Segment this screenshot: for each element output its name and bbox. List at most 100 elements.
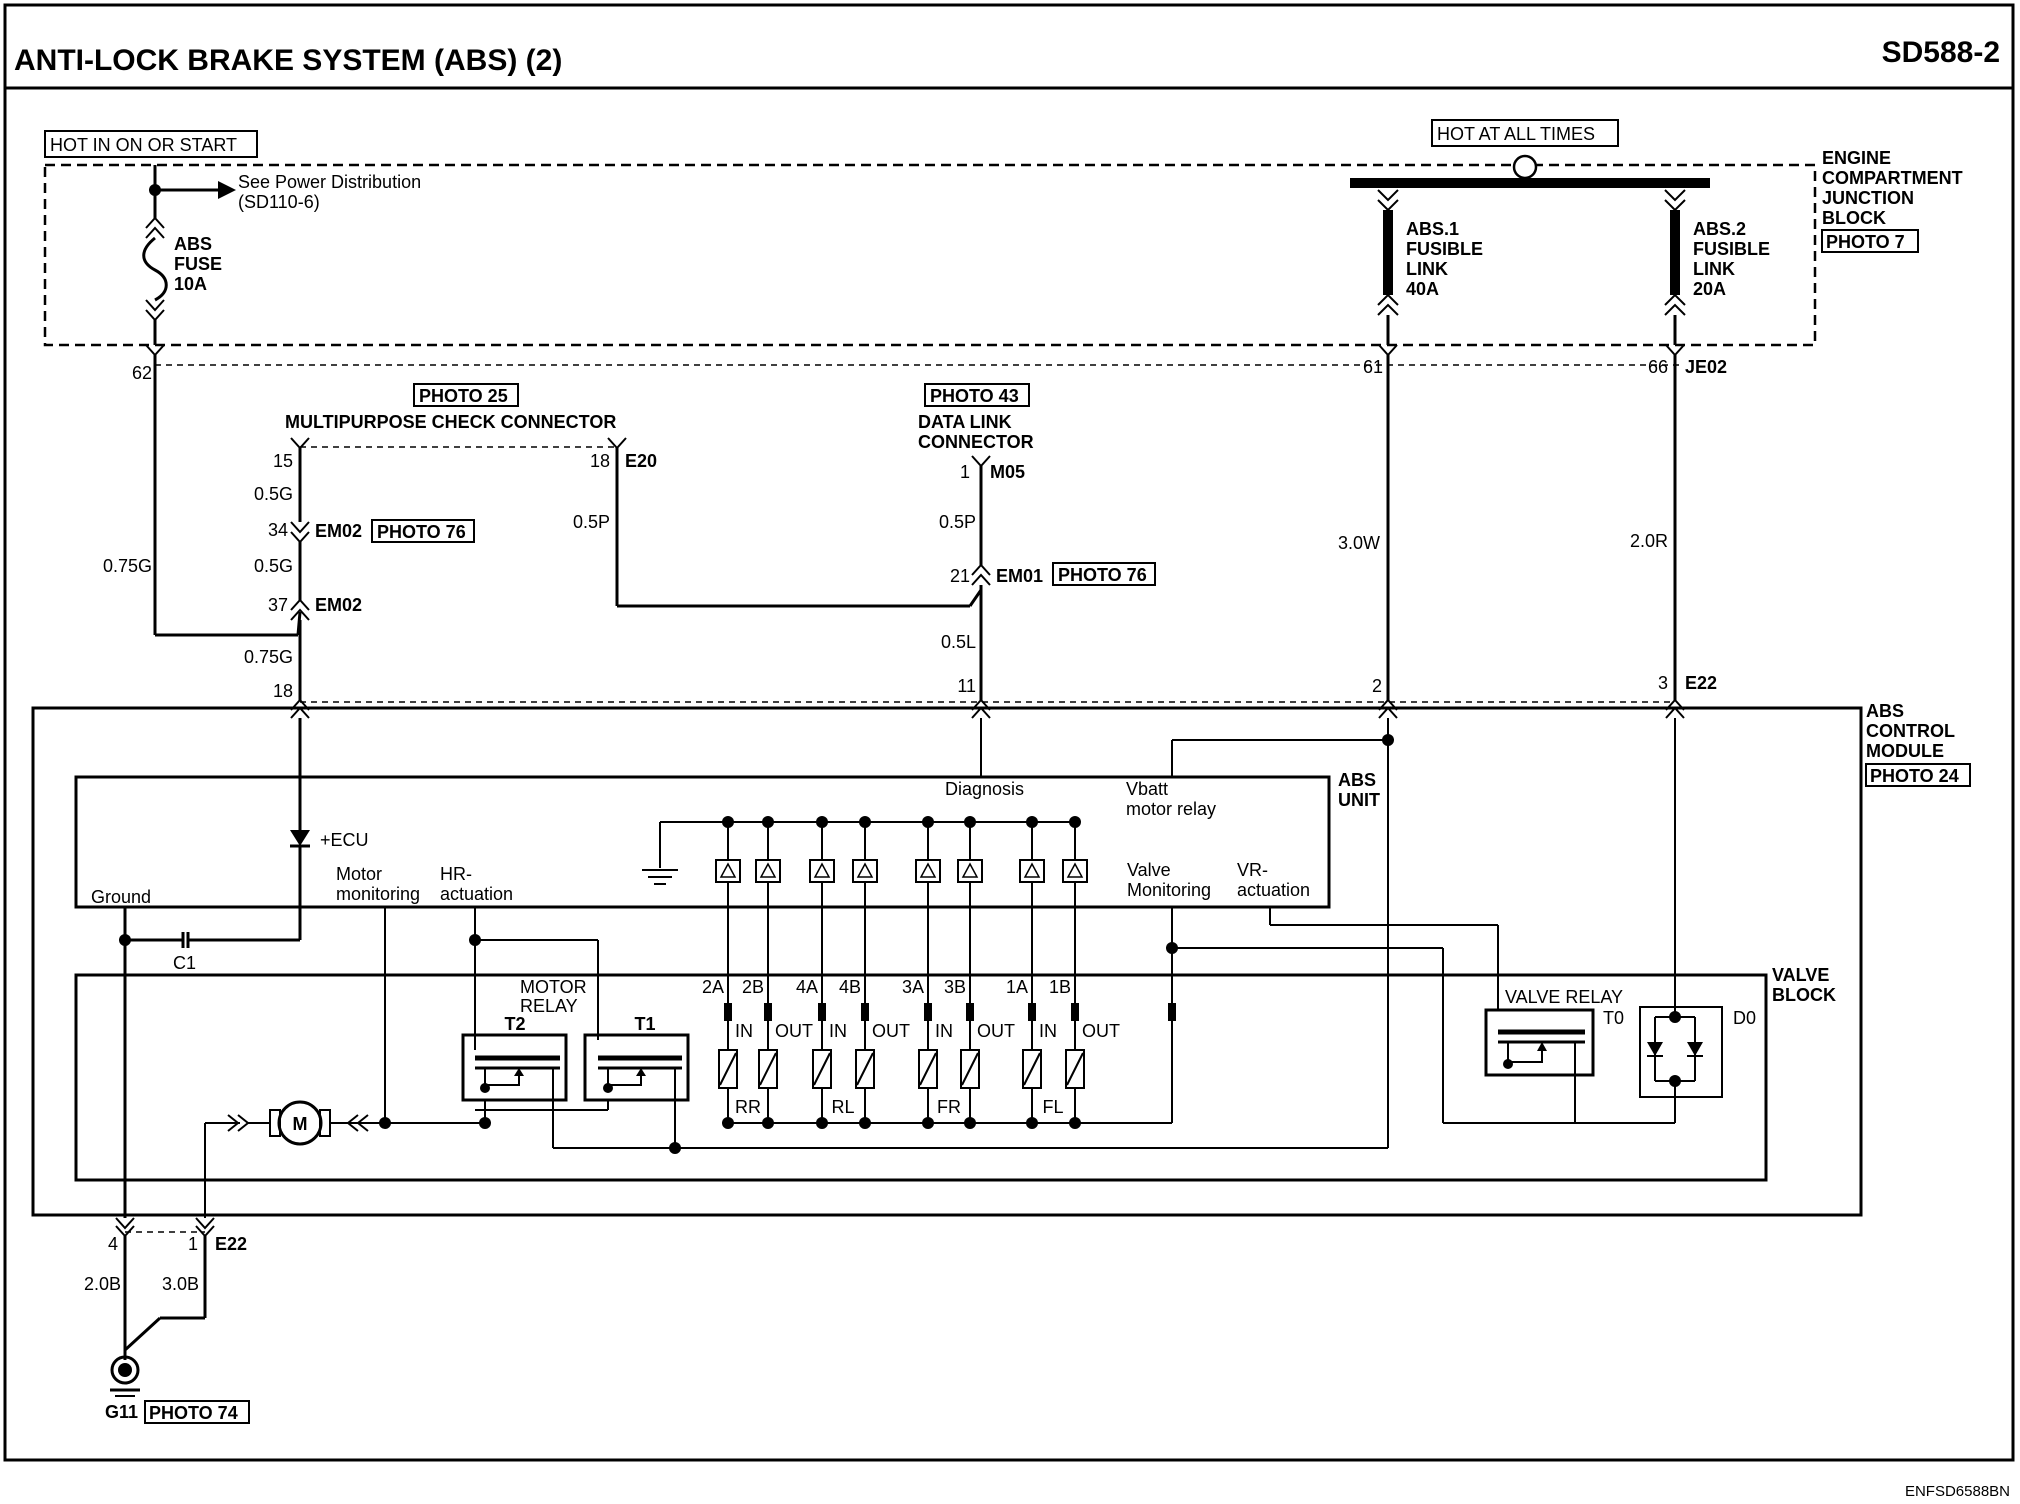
svg-text:CONTROL: CONTROL [1866, 721, 1955, 741]
solenoid-connector [724, 1003, 732, 1021]
hr-actuation-label-1: HR- [440, 864, 472, 884]
wire-30w: 3.0W [1338, 533, 1380, 553]
svg-text:40A: 40A [1406, 279, 1439, 299]
solenoid-port-label: IN [935, 1021, 953, 1041]
wire-mpcc-pin15 [290, 448, 310, 700]
valve-monitoring-label-1: Valve [1127, 860, 1171, 880]
abs-fuse-circuit [142, 165, 236, 345]
c1-label: C1 [173, 953, 196, 973]
svg-text:BLOCK: BLOCK [1822, 208, 1886, 228]
vbatt-label-1: Vbatt [1126, 779, 1168, 799]
wire-dlc-pin1 [971, 466, 991, 700]
abs2-fusible-link-label: ABS.2 FUSIBLE LINK 20A [1693, 219, 1770, 299]
coil-slash [813, 1052, 831, 1086]
solenoid-id-label: 3B [944, 977, 966, 997]
valve-monitoring-label-2: Monitoring [1127, 880, 1211, 900]
connector-e22-top: E22 [1685, 673, 1717, 693]
hot-run-start-label: HOT IN ON OR START [44, 130, 258, 158]
wire-075g-b: 0.75G [244, 647, 293, 667]
pin-11: 11 [957, 676, 976, 696]
motor-monitoring-label-2: monitoring [336, 884, 420, 904]
doc-code: ENFSD6588BN [1905, 1483, 2010, 1500]
relay-t2-label: T2 [504, 1014, 525, 1034]
wire-20b: 2.0B [84, 1274, 121, 1294]
driver-triangle [759, 862, 777, 878]
svg-text:PHOTO 25: PHOTO 25 [419, 386, 508, 406]
pin-61: 61 [1363, 357, 1383, 377]
svg-text:ABS.2: ABS.2 [1693, 219, 1746, 239]
driver-triangle [813, 862, 831, 878]
dlc-label-1: DATA LINK [918, 412, 1012, 432]
coil-slash [856, 1052, 874, 1086]
driver-triangle [961, 862, 979, 878]
motor-relay-t2 [461, 1033, 568, 1102]
hr-actuation-label-2: actuation [440, 884, 513, 904]
svg-text:BLOCK: BLOCK [1772, 985, 1836, 1005]
solenoid-id-label: 4A [796, 977, 818, 997]
vbatt-wire [553, 718, 1394, 1149]
driver-triangle [719, 862, 737, 878]
solenoid-port-label: IN [829, 1021, 847, 1041]
svg-text:LINK: LINK [1406, 259, 1448, 279]
solenoid-id-label: 2B [742, 977, 764, 997]
solenoid-port-label: IN [735, 1021, 753, 1041]
svg-text:PHOTO 76: PHOTO 76 [377, 522, 466, 542]
connector-em02-a: EM02 [315, 521, 362, 541]
diagnosis-label: Diagnosis [945, 779, 1024, 799]
abs-unit-label: ABS UNIT [1338, 770, 1380, 810]
solenoid-id-label: 3A [902, 977, 924, 997]
pin-1-m05: 1 [960, 462, 970, 482]
wire-e20-to-em01 [615, 448, 983, 608]
wire-05l: 0.5L [941, 632, 976, 652]
relay-t1-label: T1 [634, 1014, 655, 1034]
junction-block-label: ENGINE COMPARTMENT JUNCTION BLOCK PHOTO … [1821, 148, 1963, 253]
solenoid-connector [966, 1003, 974, 1021]
svg-text:HOT AT ALL TIMES: HOT AT ALL TIMES [1437, 124, 1595, 144]
wheel-label: FR [937, 1097, 961, 1117]
page-title: ANTI-LOCK BRAKE SYSTEM (ABS) (2) [14, 44, 562, 77]
wheel-label: RL [831, 1097, 854, 1117]
svg-text:ENGINE: ENGINE [1822, 148, 1891, 168]
ground-symbol [110, 1350, 140, 1397]
svg-text:COMPARTMENT: COMPARTMENT [1822, 168, 1963, 188]
svg-text:PHOTO 24: PHOTO 24 [1870, 766, 1959, 786]
solenoid-connector [861, 1003, 869, 1021]
abs1-fusible-link-label: ABS.1 FUSIBLE LINK 40A [1406, 219, 1483, 299]
solenoid-port-label: OUT [872, 1021, 910, 1041]
vr-actuation-label-1: VR- [1237, 860, 1268, 880]
coil-slash [1066, 1052, 1084, 1086]
driver-triangle [1066, 862, 1084, 878]
svg-text:PHOTO 74: PHOTO 74 [149, 1403, 238, 1423]
driver-triangle [919, 862, 937, 878]
svg-text:20A: 20A [1693, 279, 1726, 299]
coil-slash [719, 1052, 737, 1086]
pin-3: 3 [1658, 673, 1668, 693]
junction-pins [145, 344, 1685, 366]
ground-g11: G11 [105, 1402, 138, 1422]
ground-label: Ground [91, 887, 151, 907]
svg-text:PHOTO 7: PHOTO 7 [1826, 232, 1905, 252]
svg-text:VALVE: VALVE [1772, 965, 1829, 985]
vr-actuation-label-2: actuation [1237, 880, 1310, 900]
ecu-diode [188, 718, 310, 942]
see-power-note: See Power Distribution (SD110-6) [238, 172, 421, 212]
pin-18-e20: 18 [590, 451, 610, 471]
coil-slash [919, 1052, 937, 1086]
svg-text:JUNCTION: JUNCTION [1822, 188, 1914, 208]
solenoid-bus [642, 821, 1074, 885]
svg-text:LINK: LINK [1693, 259, 1735, 279]
svg-text:PHOTO 76: PHOTO 76 [1058, 565, 1147, 585]
ground-connector-e22 [115, 1217, 215, 1352]
abs-unit [74, 775, 1331, 909]
solenoid-id-label: 1A [1006, 977, 1028, 997]
motor-label: M [293, 1114, 308, 1134]
svg-text:ABS: ABS [174, 234, 212, 254]
svg-text:See Power Distribution: See Power Distribution [238, 172, 421, 192]
pin-15: 15 [273, 451, 293, 471]
svg-text:PHOTO 43: PHOTO 43 [930, 386, 1019, 406]
abs2-fusible-link [1664, 189, 1686, 345]
valve-relay-label: VALVE RELAY [1505, 987, 1623, 1007]
svg-text:FUSIBLE: FUSIBLE [1693, 239, 1770, 259]
hot-all-times-label: HOT AT ALL TIMES [1431, 119, 1619, 147]
coil-slash [1023, 1052, 1041, 1086]
